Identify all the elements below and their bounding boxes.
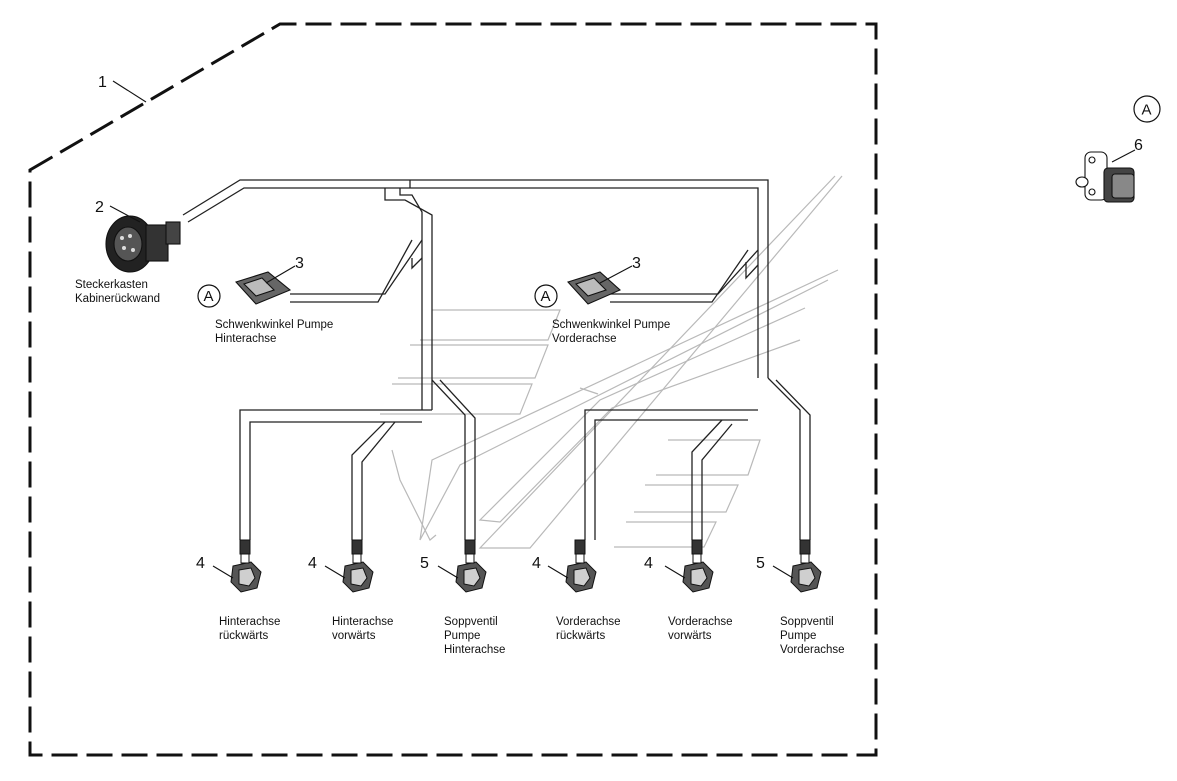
sensor-connector-right xyxy=(567,271,622,305)
label-5a-line2: Pumpe xyxy=(444,630,480,642)
item-number-5b: 5 xyxy=(756,555,765,572)
label-3-right-line2: Vorderachse xyxy=(552,333,617,345)
item-number-1: 1 xyxy=(98,74,107,91)
label-2-line1: Steckerkasten xyxy=(75,279,148,291)
watermark-logo xyxy=(380,175,843,549)
label-5a-line1: Soppventil xyxy=(444,616,498,628)
label-4d-line2: vorwärts xyxy=(668,630,712,642)
label-2-line2: Kabinerückwand xyxy=(75,293,160,305)
kit-outline-frame xyxy=(28,22,878,757)
item-number-4d: 4 xyxy=(644,555,653,572)
label-4d-line1: Vorderachse xyxy=(668,616,733,628)
leader-lines xyxy=(109,80,1136,284)
label-4b-line2: vorwärts xyxy=(332,630,376,642)
valve-connector-5a xyxy=(437,539,487,593)
detail-part-6 xyxy=(1075,151,1135,203)
label-3-left-line1: Schwenkwinkel Pumpe xyxy=(215,319,333,331)
bottom-connectors xyxy=(212,539,822,593)
item-number-2: 2 xyxy=(95,199,104,216)
item-number-4b: 4 xyxy=(308,555,317,572)
valve-connector-4d xyxy=(664,539,714,593)
item-number-4c: 4 xyxy=(532,555,541,572)
label-5a-line3: Hinterachse xyxy=(444,644,505,656)
valve-connector-5b xyxy=(772,539,822,593)
detail-ref-left: A xyxy=(204,288,214,305)
item-number-6: 6 xyxy=(1134,137,1143,154)
detail-ref-circle-right xyxy=(534,284,558,308)
label-4c-line2: rückwärts xyxy=(556,630,605,642)
detail-ref-circle-A xyxy=(1133,95,1161,123)
label-4c-line1: Vorderachse xyxy=(556,616,621,628)
sensor-connector-left xyxy=(235,271,292,305)
label-5b-line3: Vorderachse xyxy=(780,644,845,656)
wire-harness xyxy=(182,179,811,540)
valve-connector-4c xyxy=(547,539,597,593)
valve-connector-4a xyxy=(212,539,262,593)
item-number-5a: 5 xyxy=(420,555,429,572)
detail-ref-circle-left xyxy=(197,284,221,308)
label-5b-line2: Pumpe xyxy=(780,630,816,642)
item-number-3-left: 3 xyxy=(295,255,304,272)
label-3-left-line2: Hinterachse xyxy=(215,333,276,345)
item-number-4a: 4 xyxy=(196,555,205,572)
label-4a-line1: Hinterachse xyxy=(219,616,280,628)
label-4a-line2: rückwärts xyxy=(219,630,268,642)
label-3-right-line1: Schwenkwinkel Pumpe xyxy=(552,319,670,331)
valve-connector-4b xyxy=(324,539,374,593)
item-number-3-right: 3 xyxy=(632,255,641,272)
detail-ref-A: A xyxy=(1142,102,1152,119)
round-connector-part xyxy=(105,215,181,273)
detail-ref-right: A xyxy=(541,288,551,305)
label-4b-line1: Hinterachse xyxy=(332,616,393,628)
label-5b-line1: Soppventil xyxy=(780,616,834,628)
